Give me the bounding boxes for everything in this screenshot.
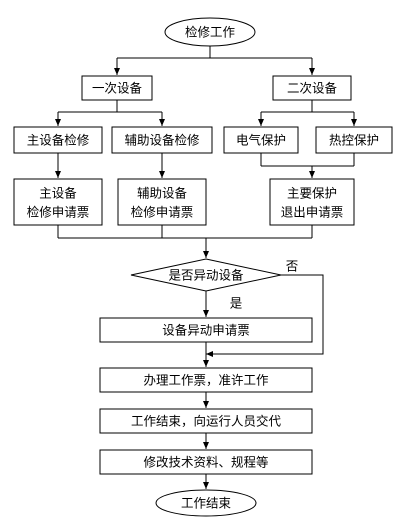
thermal-protect-label: 热控保护 — [329, 133, 379, 148]
aux-req-box — [117, 178, 207, 226]
work-ticket-label: 办理工作票，准许工作 — [143, 373, 269, 388]
aux-req-label-line1: 辅助设备 — [137, 186, 188, 201]
main-req-label-line1: 主设备 — [39, 186, 77, 201]
main-req-box — [13, 178, 103, 226]
prot-req-label-line2: 退出申请票 — [281, 205, 344, 220]
start-label: 检修工作 — [185, 25, 236, 40]
elec-protect-label: 电气保护 — [236, 133, 286, 148]
change-req-box — [99, 317, 313, 343]
work-end-label: 工作结束，向运行人员交代 — [131, 414, 282, 429]
aux-repair-box — [111, 126, 213, 154]
aux-req-label-line2: 检修申请票 — [131, 205, 194, 220]
prot-req-box — [269, 178, 355, 226]
prot-req-label-line1: 主要保护 — [287, 186, 337, 201]
decision-label: 是否异动设备 — [168, 268, 244, 283]
primary-equipment-label: 一次设备 — [92, 81, 143, 96]
aux-repair-label: 辅助设备检修 — [124, 133, 200, 148]
main-req-label-line2: 检修申请票 — [27, 205, 90, 220]
modify-docs-box — [99, 449, 313, 475]
main-repair-box — [13, 126, 103, 154]
end-label: 工作结束 — [181, 496, 232, 511]
yes-label: 是 — [230, 296, 243, 311]
secondary-equipment-box — [272, 75, 352, 101]
main-repair-label: 主设备检修 — [27, 133, 90, 148]
modify-docs-label: 修改技术资料、规程等 — [143, 455, 268, 470]
no-label: 否 — [286, 259, 299, 274]
secondary-equipment-label: 二次设备 — [287, 81, 338, 96]
change-req-label: 设备异动申请票 — [162, 323, 250, 338]
work-end-box — [99, 408, 313, 434]
edge-no-branch — [206, 274, 324, 357]
end-node — [155, 489, 257, 517]
